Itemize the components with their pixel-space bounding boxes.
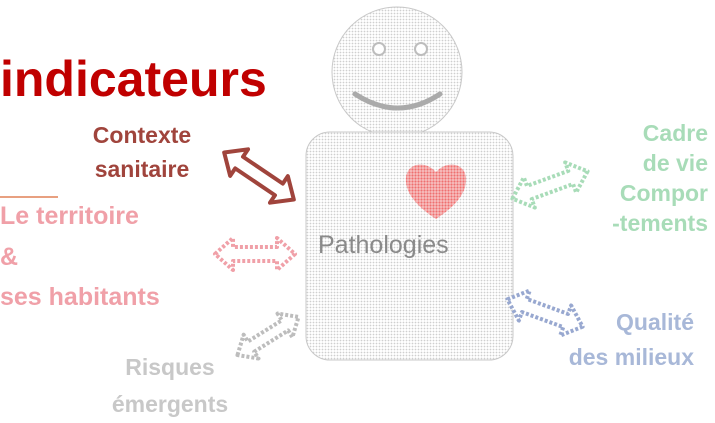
label-territoire-line-2: &	[0, 243, 19, 271]
figure-right-eye	[414, 42, 428, 56]
figure-smile	[352, 91, 443, 111]
label-cadre-line-2: de vie	[642, 150, 708, 176]
arrow-risques	[235, 311, 301, 361]
label-contexte-line-1: Contexte	[92, 122, 192, 148]
label-cadre-line-4: -tements	[612, 210, 708, 236]
label-pathologies: Pathologies	[318, 231, 449, 259]
label-risques-line-1: Risques	[125, 354, 215, 380]
heart-icon	[405, 164, 467, 219]
label-risques: Risques émergents	[100, 349, 240, 423]
label-qualite: Qualité des milieux	[512, 305, 694, 375]
figure-left-eye	[372, 42, 386, 56]
figure-head	[331, 6, 463, 138]
label-cadre: Cadre de vie Compor -tements	[560, 118, 708, 238]
label-qualite-line-1: Qualité	[616, 309, 694, 335]
arrow-contexte	[222, 147, 296, 205]
label-territoire-line-3: ses habitants	[0, 283, 160, 311]
label-contexte-line-2: sanitaire	[94, 156, 190, 182]
title: indicateurs	[0, 51, 267, 107]
label-qualite-line-2: des milieux	[568, 344, 694, 370]
label-cadre-line-1: Cadre	[642, 120, 708, 146]
label-cadre-line-3: Compor	[619, 180, 708, 206]
arrow-territoire	[213, 236, 297, 272]
arrow-qualite	[505, 288, 585, 338]
label-territoire-line-1: Le territoire	[0, 202, 139, 230]
arrow-cadre	[510, 160, 590, 210]
label-contexte: Contexte sanitaire	[62, 118, 222, 186]
label-risques-line-2: émergents	[111, 391, 229, 417]
